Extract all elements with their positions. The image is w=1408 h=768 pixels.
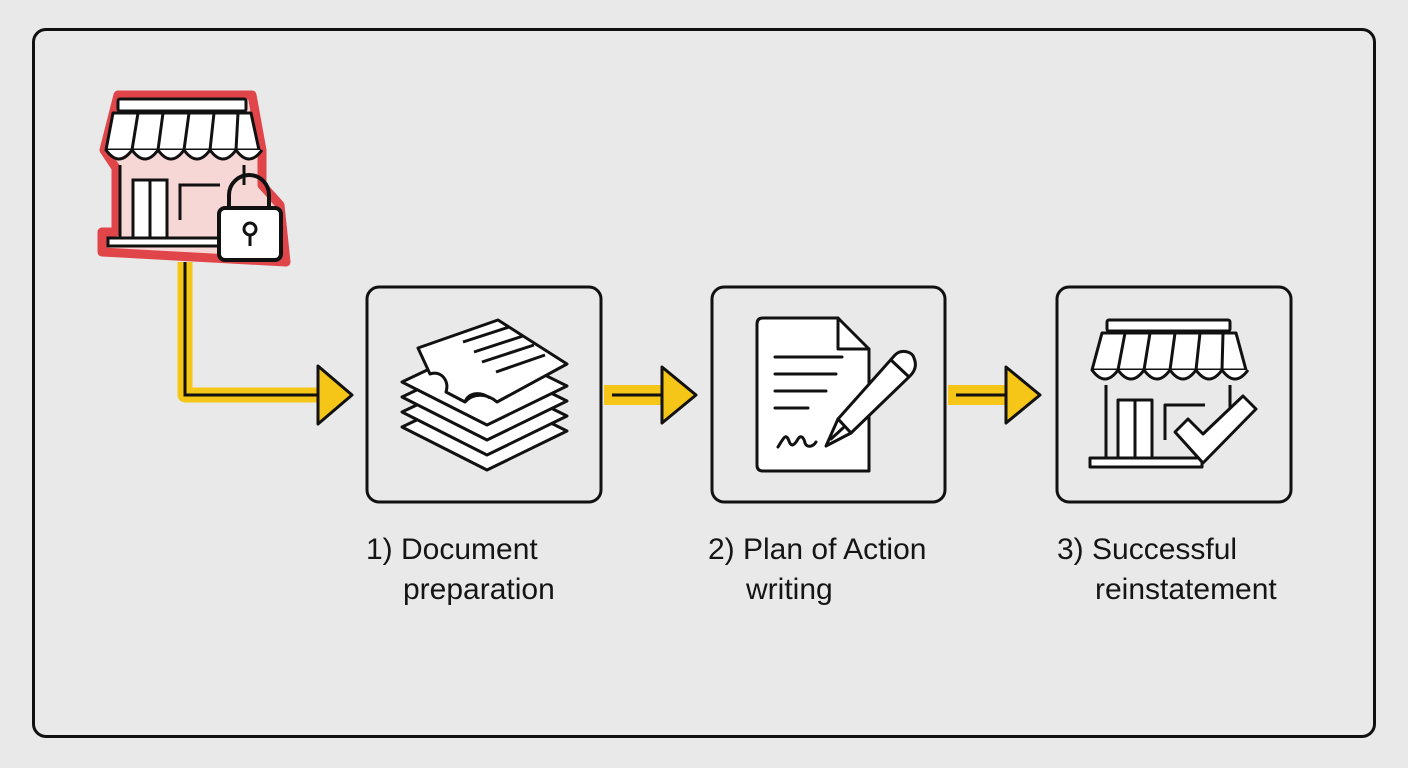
step-3-label-line2: reinstatement [1095, 573, 1277, 606]
step-2-label: 2) Plan of Action writing [708, 530, 926, 610]
step-1-box [365, 285, 603, 504]
diagram-frame [32, 28, 1376, 738]
step-1-label-line1: 1) Document [366, 533, 538, 566]
step-3-label: 3) Successful reinstatement [1057, 530, 1277, 610]
connector-store-to-step1 [177, 262, 354, 426]
step-3-box [1055, 285, 1293, 504]
locked-storefront-icon [97, 90, 291, 267]
step-2-label-line2: writing [746, 573, 833, 606]
step-3-label-line1: 3) Successful [1057, 533, 1238, 566]
step-2-box [710, 285, 947, 504]
step-2-label-line1: 2) Plan of Action [708, 533, 927, 566]
step-1-label-line2: preparation [403, 573, 555, 606]
storefront-check-icon [1088, 318, 1258, 469]
document-stack-icon [400, 318, 569, 472]
connector-step2-to-step3 [948, 365, 1042, 425]
document-pen-icon [755, 316, 917, 473]
connector-step1-to-step2 [604, 365, 698, 425]
step-1-label: 1) Document preparation [366, 530, 555, 610]
